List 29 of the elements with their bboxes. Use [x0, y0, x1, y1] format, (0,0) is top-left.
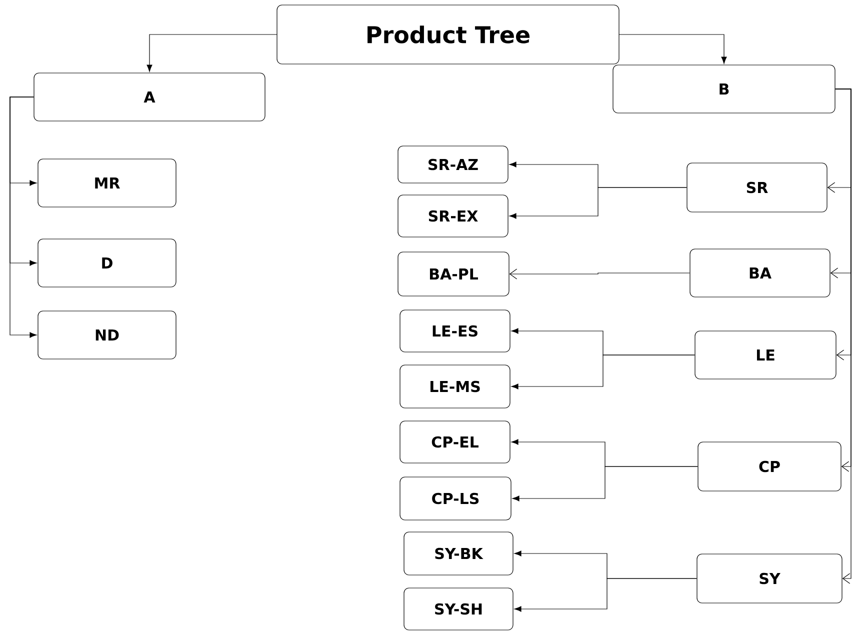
process-box: D — [38, 238, 176, 288]
process-box: LE-MS — [400, 364, 510, 408]
process-box: SR-EX — [398, 194, 508, 238]
arrow — [514, 578, 697, 612]
arrow — [618, 34, 727, 64]
process-box: SR — [686, 162, 828, 212]
process-box: A — [34, 72, 266, 122]
arrow — [835, 88, 852, 584]
process-box: LE-ES — [400, 310, 510, 352]
process-box: SR-AZ — [398, 146, 508, 184]
process-box: MR — [38, 158, 176, 208]
arrow — [146, 34, 278, 72]
process-box: ND — [38, 310, 176, 360]
arrow — [509, 268, 690, 280]
process-box: LE — [694, 330, 836, 380]
process-box: CP — [698, 442, 842, 492]
process-box: SY-SH — [404, 588, 514, 630]
process-box: BA-PL — [398, 252, 510, 296]
arrow — [511, 354, 695, 390]
process-box: BA — [690, 248, 830, 298]
process-box: SY-BK — [404, 532, 514, 576]
arrow — [512, 466, 698, 502]
arrow — [509, 187, 687, 219]
process-box: CP-LS — [400, 476, 512, 520]
arrow — [10, 96, 37, 338]
process-box: B — [612, 64, 836, 114]
process-box: CP-EL — [400, 420, 510, 464]
process-box: SY — [696, 554, 842, 604]
process-box: Product Tree — [276, 4, 620, 64]
